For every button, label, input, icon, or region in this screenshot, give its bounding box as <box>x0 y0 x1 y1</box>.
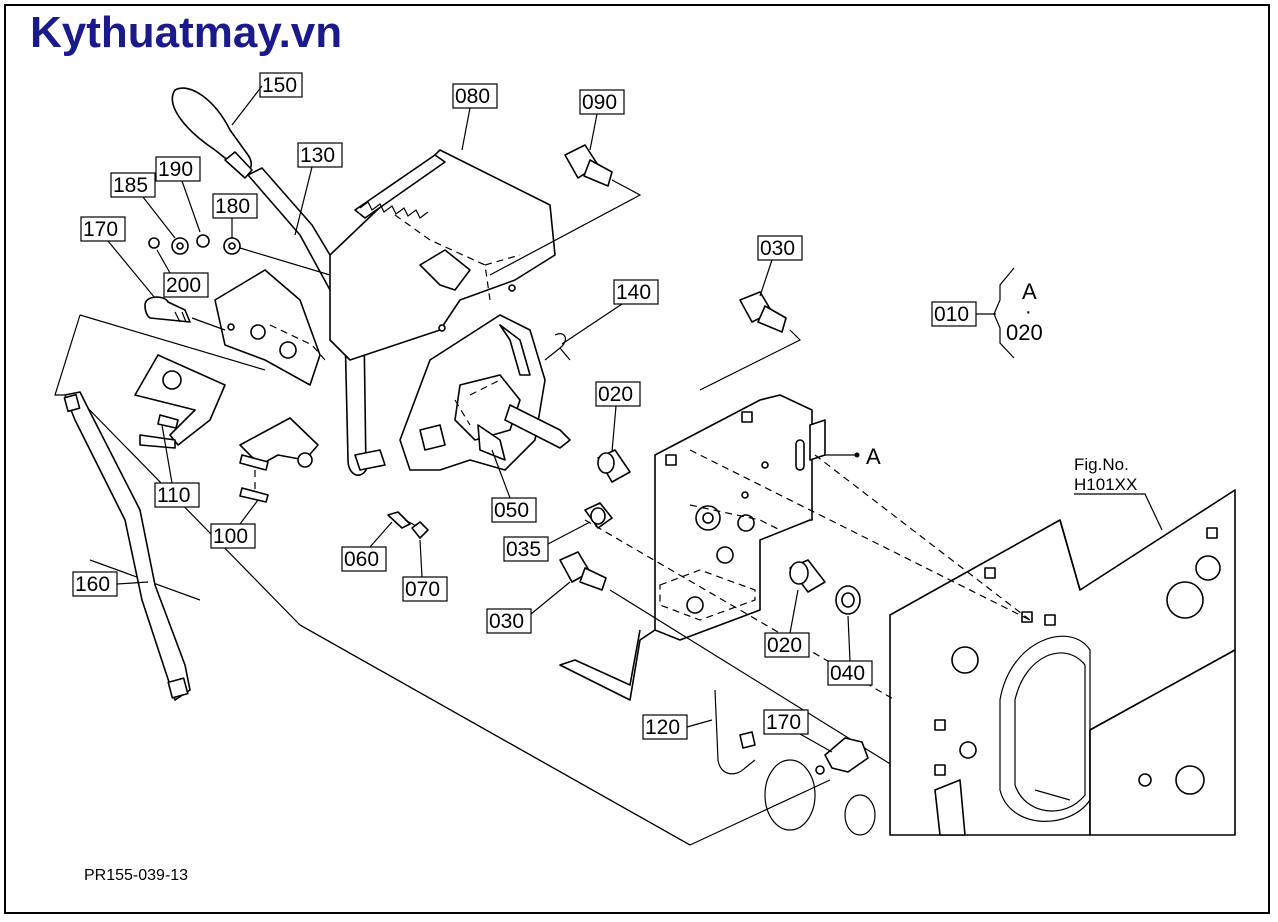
svg-text:150: 150 <box>262 74 297 97</box>
lever-100 <box>239 417 319 503</box>
svg-text:·: · <box>1025 301 1032 323</box>
callout-150: 150 <box>231 72 303 126</box>
svg-text:070: 070 <box>405 578 440 601</box>
rod-160 <box>63 391 191 701</box>
svg-text:090: 090 <box>582 91 617 114</box>
knob-bolt-170 <box>144 296 226 331</box>
callout-140: 140 <box>561 279 659 345</box>
main-bracket <box>559 394 860 701</box>
stud-170-lower <box>815 737 869 775</box>
nut-070 <box>411 521 429 539</box>
callout-020-lower: 020 <box>764 589 810 658</box>
callout-labels: 150 080 090 130 190 185 <box>72 72 1043 753</box>
svg-text:A: A <box>1022 279 1037 304</box>
callout-030-lower: 030 <box>486 581 571 634</box>
svg-text:190: 190 <box>158 158 193 181</box>
callout-010: 010 A · 020 <box>931 267 1043 359</box>
svg-text:050: 050 <box>494 499 529 522</box>
bushing-040 <box>835 585 861 615</box>
svg-text:030: 030 <box>760 237 795 260</box>
callout-200: 200 <box>156 249 209 298</box>
callout-020-upper: 020 <box>595 381 641 453</box>
svg-text:110: 110 <box>157 484 190 507</box>
callout-080: 080 <box>452 83 498 151</box>
svg-text:Fig.No.: Fig.No. <box>1074 455 1129 474</box>
svg-text:140: 140 <box>616 281 651 304</box>
svg-text:185: 185 <box>113 174 148 197</box>
bolt-030-upper <box>699 291 802 391</box>
collar-020-lower <box>789 559 826 593</box>
svg-text:020: 020 <box>1006 320 1043 345</box>
svg-text:170: 170 <box>83 218 118 241</box>
svg-text:130: 130 <box>300 144 335 167</box>
pin-140 <box>544 333 571 361</box>
clip-120 <box>714 689 756 775</box>
svg-text:020: 020 <box>598 383 633 406</box>
svg-text:160: 160 <box>75 573 110 596</box>
svg-text:170: 170 <box>766 711 801 734</box>
spacer-035 <box>584 502 613 529</box>
fig-reference: Fig.No. H101XX <box>1074 455 1163 531</box>
svg-text:100: 100 <box>213 525 248 548</box>
callout-050: 050 <box>491 449 537 523</box>
svg-text:120: 120 <box>645 716 680 739</box>
svg-text:H101XX: H101XX <box>1074 475 1137 494</box>
svg-text:010: 010 <box>934 303 969 326</box>
quadrant-plate <box>399 314 571 471</box>
svg-text:080: 080 <box>455 85 490 108</box>
callout-170-upper: 170 <box>80 216 156 299</box>
svg-text:035: 035 <box>506 538 541 561</box>
callout-060: 060 <box>341 521 393 572</box>
callout-100: 100 <box>210 499 259 549</box>
svg-text:060: 060 <box>344 548 379 571</box>
callout-070: 070 <box>402 539 448 602</box>
callout-180: 180 <box>212 193 258 238</box>
callout-170-lower: 170 <box>763 709 833 753</box>
callout-190: 190 <box>155 156 201 233</box>
collar-020-upper <box>597 449 631 483</box>
callout-110: 110 <box>154 424 200 508</box>
brand-logo-text: Kythuatmay.vn <box>30 8 343 57</box>
lever-110 <box>134 354 226 449</box>
callout-030-upper: 030 <box>757 235 803 297</box>
drawing-frame <box>4 4 1270 914</box>
callout-035: 035 <box>503 521 591 562</box>
view-marker-a: A <box>866 444 881 469</box>
svg-text:030: 030 <box>489 610 524 633</box>
transmission-case-panel <box>584 449 1236 836</box>
callout-130: 130 <box>294 142 343 236</box>
svg-text:020: 020 <box>767 634 802 657</box>
svg-text:180: 180 <box>215 195 250 218</box>
callout-040: 040 <box>827 615 873 686</box>
svg-text:040: 040 <box>830 662 865 685</box>
callout-185: 185 <box>110 172 176 239</box>
callout-160: 160 <box>72 571 149 597</box>
callout-090: 090 <box>579 89 625 151</box>
shift-guide-plate <box>329 149 556 361</box>
callout-120: 120 <box>642 714 713 740</box>
svg-text:200: 200 <box>166 274 201 297</box>
ring-lower <box>764 759 876 836</box>
bolt-090 <box>489 144 642 276</box>
drawing-code: PR155-039-13 <box>84 867 188 884</box>
lever-bracket-plate <box>214 269 326 386</box>
